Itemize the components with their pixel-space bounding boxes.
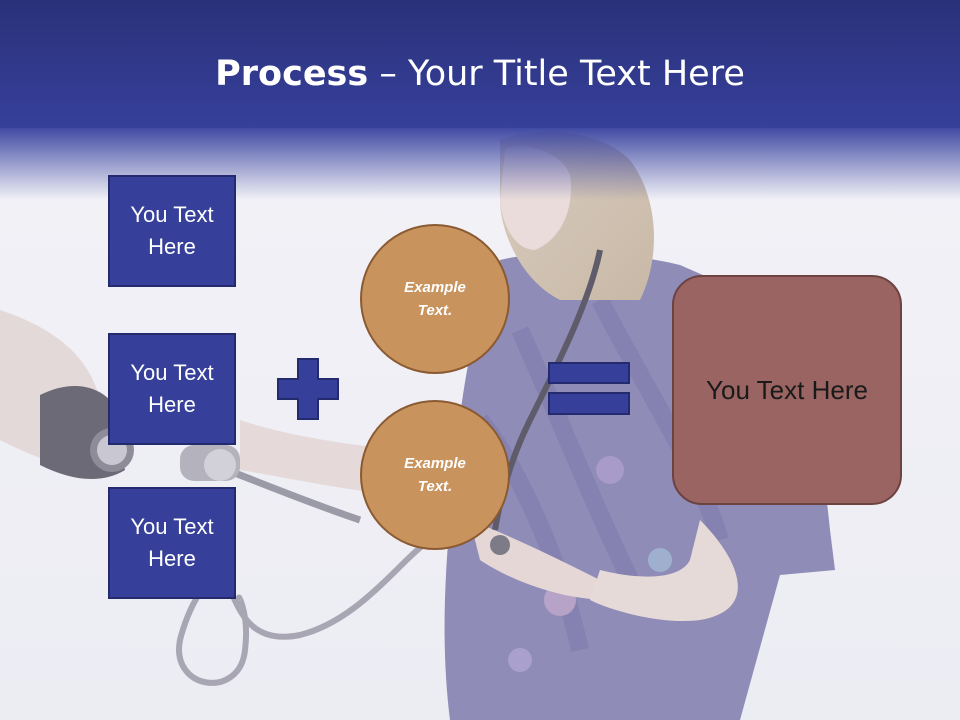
text-box-1[interactable]: You Text Here [108, 175, 236, 287]
slide-title: Process – Your Title Text Here [0, 52, 960, 96]
result-box[interactable]: You Text Here [672, 275, 902, 505]
text-box-label: You Text Here [130, 360, 214, 417]
text-box-label: You Text Here [130, 514, 214, 571]
title-rest: – Your Title Text Here [368, 54, 745, 94]
text-box-3[interactable]: You Text Here [108, 487, 236, 599]
result-label: You Text Here [706, 374, 868, 405]
title-bold: Process [215, 54, 369, 94]
example-circle-1[interactable]: Example Text. [360, 224, 510, 374]
circle-label: Example Text. [404, 455, 466, 495]
example-circle-2[interactable]: Example Text. [360, 400, 510, 550]
text-box-label: You Text Here [130, 202, 214, 259]
circle-label: Example Text. [404, 279, 466, 319]
plus-icon [277, 358, 339, 420]
equals-icon [548, 362, 630, 415]
text-box-2[interactable]: You Text Here [108, 333, 236, 445]
header-band [0, 0, 960, 128]
